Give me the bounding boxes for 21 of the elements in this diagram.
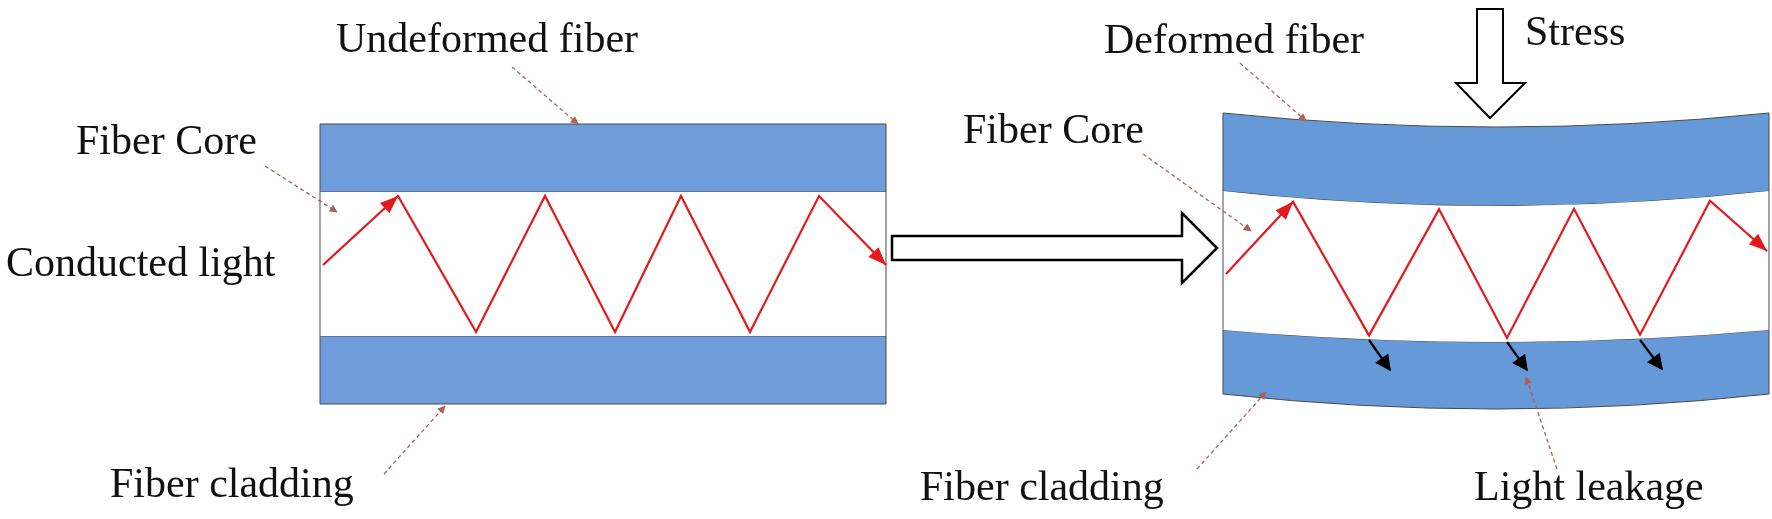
leader-line <box>264 165 338 213</box>
callout-label: Deformed fiber <box>1104 18 1365 60</box>
callout-label: Light leakage <box>1474 465 1704 507</box>
leader-line <box>1142 153 1252 232</box>
bent-cladding-layer <box>1222 329 1770 410</box>
callout-label: Fiber cladding <box>110 462 354 504</box>
callout-label: Fiber cladding <box>920 465 1164 507</box>
cladding-layer <box>319 335 887 405</box>
bent-cladding-layer <box>1222 112 1770 207</box>
block-arrow <box>890 210 1219 286</box>
leader-line <box>1524 376 1558 470</box>
leader-line <box>511 66 579 125</box>
leader-line <box>383 405 446 475</box>
callout-label: Fiber Core <box>963 108 1144 150</box>
text-label: Conducted light <box>6 241 276 283</box>
leader-line <box>1239 62 1307 122</box>
cladding-layer <box>319 123 887 193</box>
leader-line <box>1196 391 1267 470</box>
callout-label: Undeformed fiber <box>336 17 639 59</box>
text-label: Stress <box>1525 10 1626 52</box>
callout-label: Fiber Core <box>76 119 257 161</box>
